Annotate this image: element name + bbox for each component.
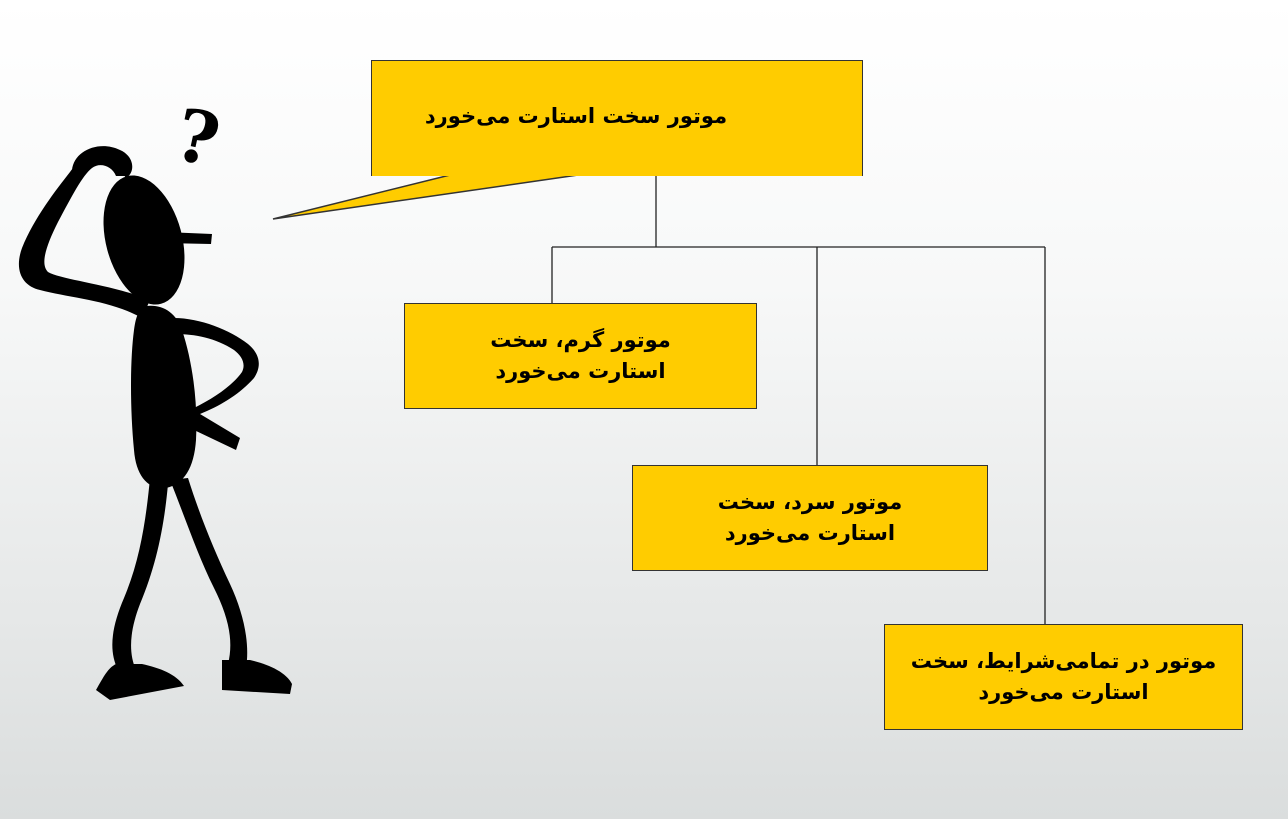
figure-head bbox=[103, 175, 185, 305]
root-node-label: موتور سخت استارت می‌خورد bbox=[424, 104, 728, 128]
figure-right-foot bbox=[222, 660, 292, 694]
figure-left-leg bbox=[112, 478, 168, 670]
branch-node-warm: موتور گرم، سخت استارت می‌خورد bbox=[404, 303, 757, 409]
branch-node-all-label: موتور در تمامی‌شرایط، سخت استارت می‌خورد bbox=[910, 648, 1217, 705]
root-node: موتور سخت استارت می‌خورد bbox=[371, 60, 863, 176]
figure-nose bbox=[163, 232, 212, 244]
figure-raised-arm bbox=[18, 152, 151, 318]
figure-right-leg bbox=[170, 478, 248, 668]
figure-hand bbox=[72, 146, 133, 180]
branch-node-warm-label: موتور گرم، سخت استارت می‌خورد bbox=[490, 327, 671, 384]
figure-hip-arm bbox=[174, 318, 259, 450]
question-mark-icon: ? bbox=[168, 91, 227, 183]
branch-node-cold: موتور سرد، سخت استارت می‌خورد bbox=[632, 465, 988, 571]
branch-node-cold-label: موتور سرد، سخت استارت می‌خورد bbox=[717, 489, 903, 546]
figure-torso bbox=[131, 305, 197, 489]
branch-node-all-conditions: موتور در تمامی‌شرایط، سخت استارت می‌خورد bbox=[884, 624, 1243, 730]
figure-left-foot bbox=[96, 664, 184, 700]
